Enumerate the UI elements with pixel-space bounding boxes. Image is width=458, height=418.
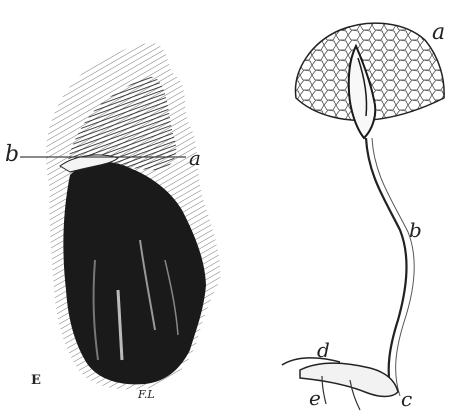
label-e-right: e (309, 388, 321, 408)
plate-letter: E (31, 374, 41, 387)
label-a-left: a (189, 148, 201, 168)
label-b-right: b (409, 220, 422, 240)
label-c-right: c (401, 389, 412, 409)
label-a-right: a (432, 22, 445, 44)
seedling-stalk (366, 138, 406, 395)
label-b-left: b (5, 144, 19, 166)
seedling-stalk-edge (372, 138, 414, 396)
right-specimen (282, 23, 444, 410)
engraver-signature: F.L (138, 389, 155, 400)
left-specimen (20, 43, 220, 389)
label-d-right: d (317, 340, 330, 360)
